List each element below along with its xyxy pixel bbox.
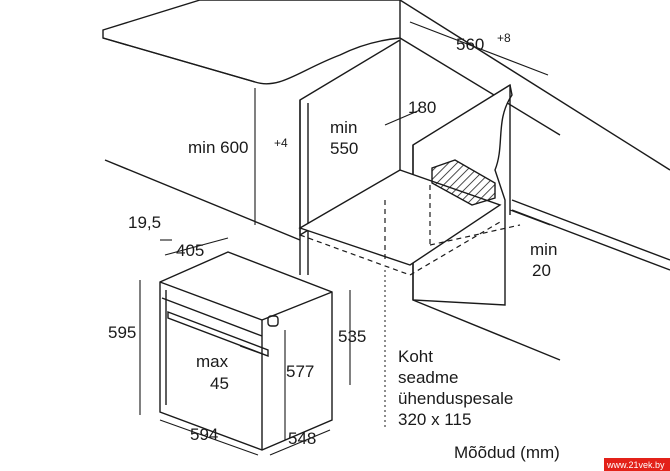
watermark-badge bbox=[604, 458, 670, 471]
socket-note-line2: seadme bbox=[398, 368, 458, 387]
floor-line bbox=[412, 299, 561, 361]
dim-cabinet-width-tolerance: +8 bbox=[497, 31, 511, 45]
dim-405-line bbox=[164, 237, 229, 256]
cabinet-drawing bbox=[102, 0, 670, 451]
dim-max45-line bbox=[239, 345, 269, 357]
socket-note-line4: 320 x 115 bbox=[398, 410, 471, 429]
dim-front-depth: 405 bbox=[176, 241, 204, 260]
dim-min-height: min 600 bbox=[188, 138, 248, 157]
countertop bbox=[102, 0, 401, 85]
units-note: Mõõdud (mm) bbox=[454, 443, 560, 462]
dim-cabinet-width: 560 bbox=[456, 35, 484, 54]
socket-note-line1: Koht bbox=[398, 347, 433, 366]
oven-top-edge bbox=[159, 281, 263, 321]
dim-inner-depth-label: min bbox=[330, 118, 357, 137]
dim-560-line bbox=[409, 21, 549, 76]
control-knob bbox=[267, 315, 279, 327]
upper-right-edge bbox=[399, 0, 670, 171]
back-wall-3 bbox=[511, 209, 670, 271]
dim-front-frame-offset: 19,5 bbox=[128, 213, 161, 232]
dim-oven-depth: 548 bbox=[288, 429, 316, 448]
dim-oven-height: 595 bbox=[108, 323, 136, 342]
socket-area bbox=[431, 159, 496, 206]
dim-594-line bbox=[159, 419, 259, 456]
oven-body bbox=[159, 251, 333, 451]
watermark-text: www.21vek.by bbox=[606, 460, 665, 470]
back-wall-1 bbox=[104, 159, 301, 241]
dim-oven-side-height: 535 bbox=[338, 327, 366, 346]
dim-548-line bbox=[269, 429, 331, 456]
dim-min20-line bbox=[509, 209, 551, 226]
socket-note-line3: ühenduspesale bbox=[398, 389, 513, 408]
oven-panel-line bbox=[161, 297, 263, 337]
dim-180-line bbox=[384, 109, 421, 126]
dim-handle-max-label: max bbox=[196, 352, 229, 371]
dim-ventilation-gap: 180 bbox=[408, 98, 436, 117]
dim-rear-gap-value: 20 bbox=[532, 261, 551, 280]
dim-min-height-tolerance: +4 bbox=[274, 136, 288, 150]
dim-handle-max-value: 45 bbox=[210, 374, 229, 393]
dim-inner-height: 577 bbox=[286, 362, 314, 381]
dimension-lines bbox=[139, 21, 551, 456]
dim-oven-width: 594 bbox=[190, 425, 218, 444]
countertop-front-edge bbox=[102, 37, 256, 83]
upper-right-edge-2 bbox=[399, 37, 561, 136]
back-wall-2 bbox=[511, 199, 670, 261]
dim-inner-depth-value: 550 bbox=[330, 139, 358, 158]
shelf bbox=[298, 169, 502, 266]
dashed-oven-outline bbox=[299, 185, 521, 276]
dim-rear-gap-label: min bbox=[530, 240, 557, 259]
